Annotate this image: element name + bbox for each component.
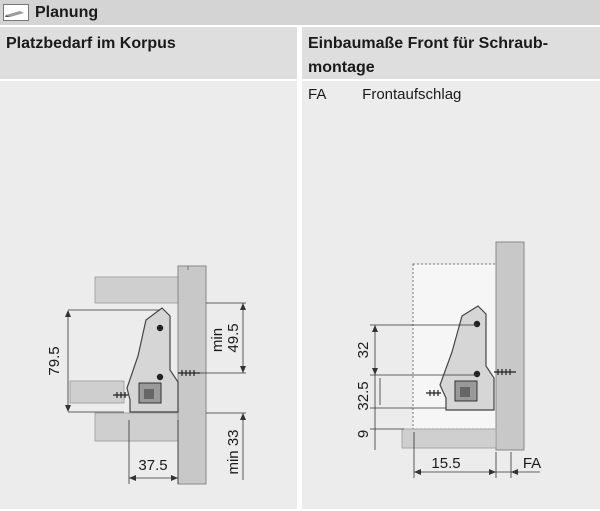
- front-mounting-panel: Einbaumaße Front für Schraub- montage FA…: [302, 27, 600, 509]
- dim-9: 9: [355, 430, 372, 438]
- panel-header: Einbaumaße Front für Schraub- montage: [302, 27, 600, 81]
- legend: FA Frontaufschlag: [308, 86, 461, 103]
- dim-width: 37.5: [138, 457, 167, 474]
- legend-text: Frontaufschlag: [362, 86, 462, 103]
- panel-header: Platzbedarf im Korpus: [0, 27, 297, 81]
- dim-height: 79.5: [46, 346, 63, 375]
- panel-heading: Platzbedarf im Korpus: [6, 35, 176, 52]
- dim-32-5: 32.5: [355, 381, 372, 410]
- panel-heading: Einbaumaße Front für Schraub- montage: [308, 35, 549, 76]
- dim-min-label: min: [209, 328, 226, 352]
- dim-fa: FA: [523, 455, 541, 472]
- front-mounting-drawing: 32 32.5 9 15.5 FA: [355, 241, 541, 478]
- dim-bottom: min 33: [225, 429, 242, 474]
- dim-top-value: 49.5: [225, 323, 242, 352]
- dim-15-5: 15.5: [431, 455, 460, 472]
- section-bar: Planung: [0, 0, 600, 27]
- pencil-icon: [3, 4, 29, 21]
- legend-abbr: FA: [308, 86, 327, 103]
- section-title: Planung: [35, 4, 99, 21]
- cabinet-space-drawing: 79.5 min 49.5 min 33 37.5: [46, 265, 246, 485]
- space-requirement-panel: Platzbedarf im Korpus: [0, 27, 297, 509]
- dim-32: 32: [355, 342, 372, 359]
